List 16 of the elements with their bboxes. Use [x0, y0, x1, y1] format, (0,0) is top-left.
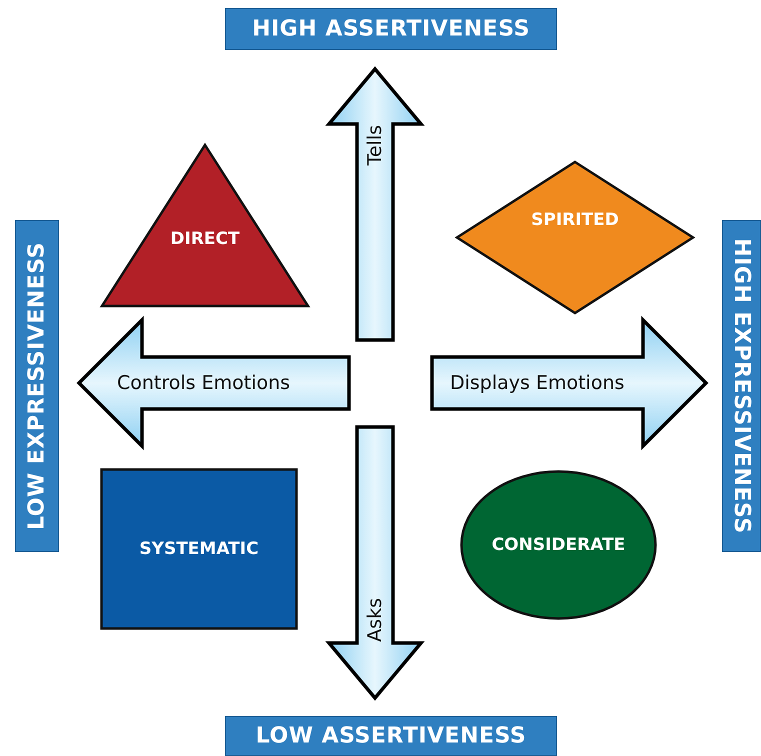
- axis-band: [225, 8, 557, 50]
- axis-label: HIGH EXPRESSIVENESS: [729, 238, 754, 534]
- axis-label: HIGH ASSERTIVENESS: [252, 16, 530, 42]
- shape-label: DIRECT: [170, 228, 240, 249]
- arrow-label: Displays Emotions: [450, 372, 624, 394]
- arrow-label: Asks: [364, 598, 386, 642]
- axis-label: LOW EXPRESSIVENESS: [24, 242, 50, 530]
- shape-label: SPIRITED: [531, 210, 619, 230]
- axis-band: [225, 716, 557, 756]
- shape-label: SYSTEMATIC: [139, 539, 259, 559]
- arrow-label: Tells: [364, 125, 386, 166]
- axis-band: [15, 220, 59, 552]
- axis-label: LOW ASSERTIVENESS: [256, 724, 526, 748]
- shape-label: CONSIDERATE: [492, 535, 626, 555]
- arrow-label: Controls Emotions: [117, 372, 290, 394]
- axis-band: [722, 220, 761, 552]
